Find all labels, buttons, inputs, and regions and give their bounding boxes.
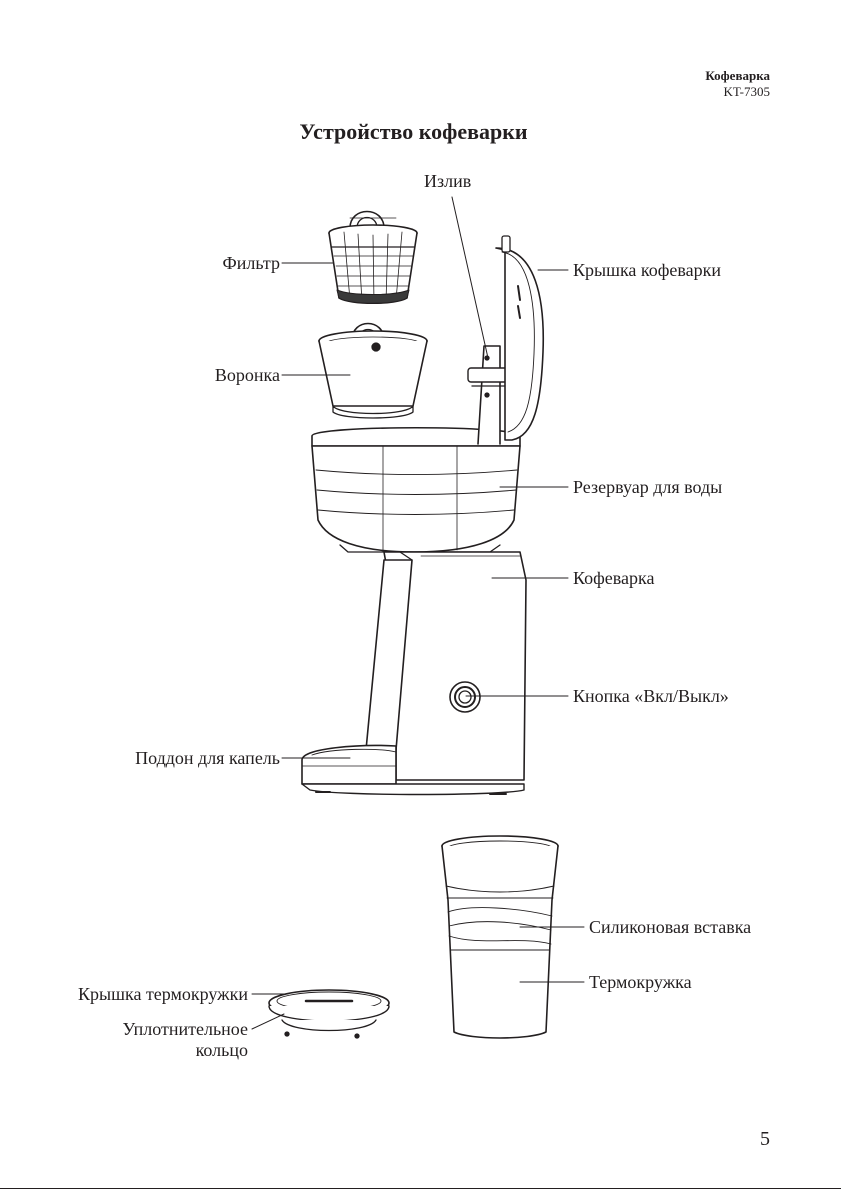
page-number: 5 — [760, 1128, 770, 1151]
filter-illustration — [329, 212, 417, 304]
label-seal-ring-line2: кольцо — [196, 1040, 248, 1060]
label-spout: Излив — [424, 171, 471, 191]
thermo-mug-illustration — [442, 836, 558, 1038]
label-water-reservoir: Резервуар для воды — [573, 477, 722, 497]
label-silicone-insert: Силиконовая вставка — [589, 917, 751, 937]
label-coffee-maker: Кофеварка — [573, 568, 654, 588]
funnel-illustration — [319, 324, 427, 419]
label-mug-lid: Крышка термокружки — [78, 984, 248, 1004]
label-seal-ring-line1: Уплотнительное — [122, 1019, 248, 1039]
bottom-rule — [0, 1188, 841, 1189]
mug-lid-illustration — [269, 990, 389, 1038]
coffee-maker-illustration — [302, 236, 543, 795]
label-funnel: Воронка — [215, 365, 280, 385]
label-thermo-mug: Термокружка — [589, 972, 692, 992]
label-coffee-maker-lid: Крышка кофеварки — [573, 260, 721, 280]
label-power-button: Кнопка «Вкл/Выкл» — [573, 686, 729, 706]
label-drip-tray: Поддон для капель — [135, 748, 280, 768]
label-filter: Фильтр — [223, 253, 280, 273]
